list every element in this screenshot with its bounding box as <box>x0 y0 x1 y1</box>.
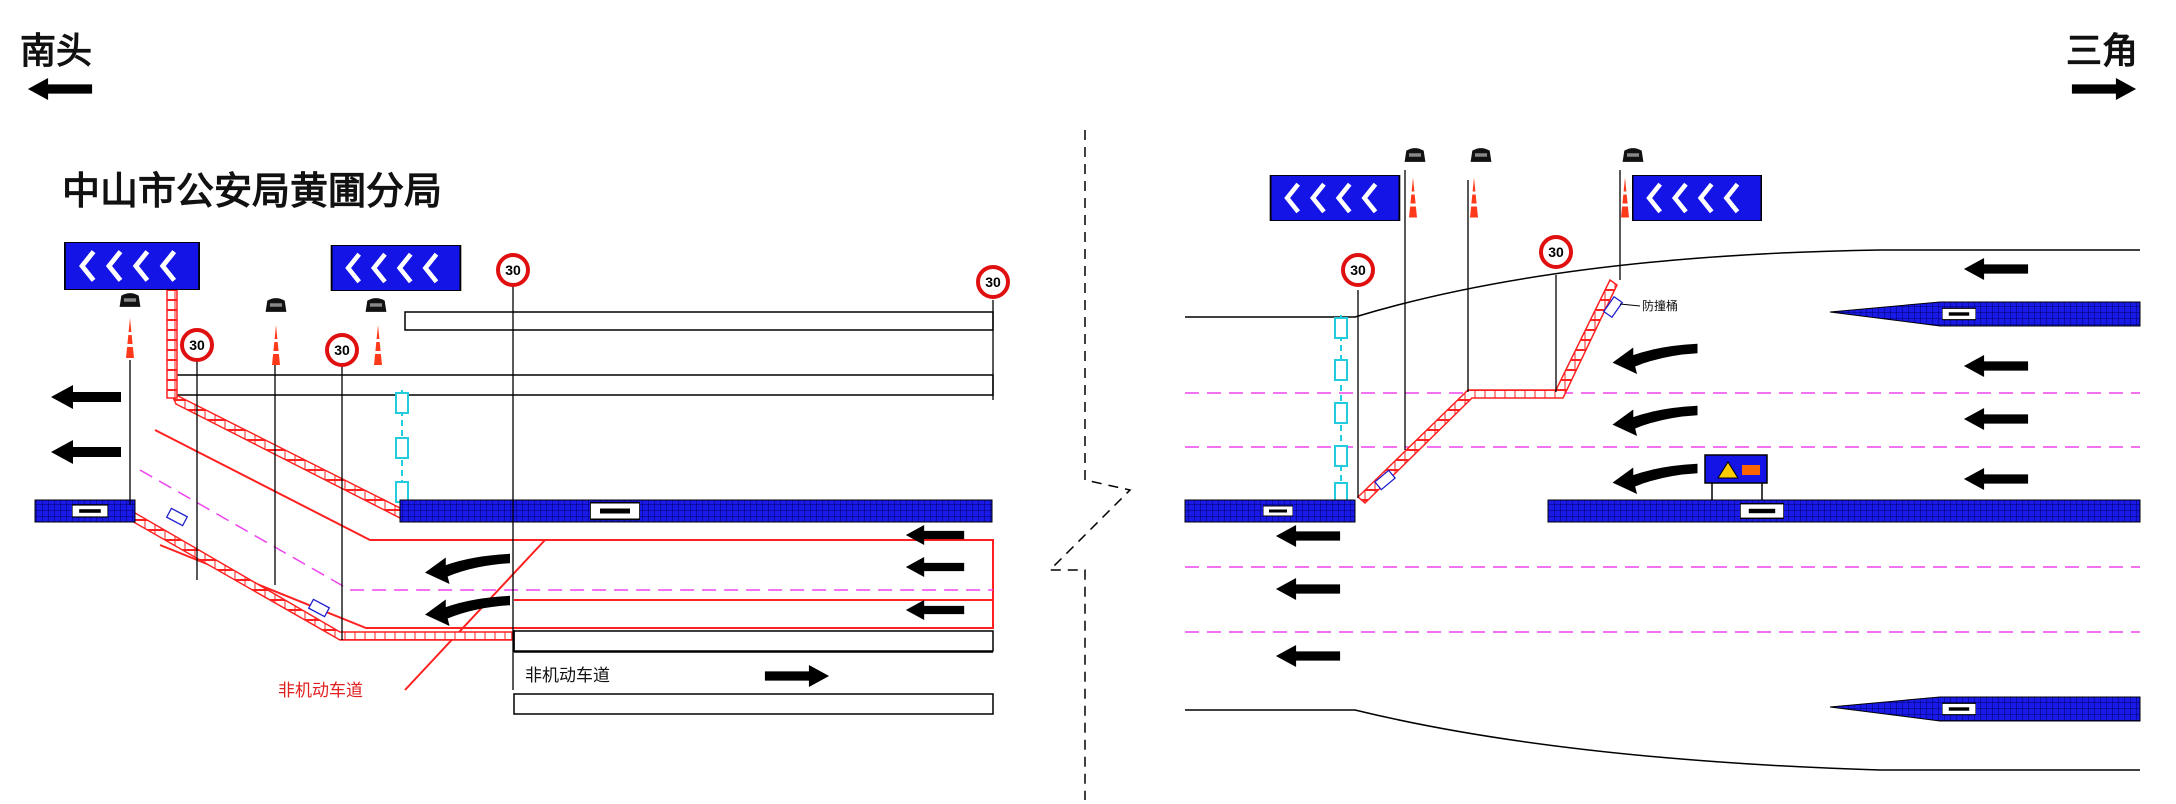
crash-cushion-label: 防撞桶 <box>1642 299 1679 313</box>
median-barrier-right-b <box>1547 499 2141 523</box>
taper-barrier-right <box>1356 278 1618 505</box>
speed-limit-sign: 30 <box>1539 235 1573 269</box>
right-panel <box>1184 148 2141 771</box>
site-title: 中山市公安局黄圃分局 <box>62 169 443 213</box>
upper-lane-strip <box>404 311 994 331</box>
speed-limit-value: 30 <box>985 274 1001 290</box>
speed-limit-value: 30 <box>334 342 350 358</box>
break-line <box>1048 130 1132 800</box>
speed-limit-sign: 30 <box>180 328 214 362</box>
speed-limit-value: 30 <box>1548 244 1564 260</box>
direction-arrow-left <box>27 78 93 100</box>
speed-limit-sign: 30 <box>325 333 359 367</box>
speed-limit-value: 30 <box>189 337 205 353</box>
lane-divider <box>139 469 993 591</box>
bike-lane-label: 非机动车道 <box>525 666 610 686</box>
sign-poles <box>129 285 994 690</box>
warning-board <box>1704 454 1768 500</box>
sign-poles-right <box>1357 170 1621 498</box>
cone-line <box>395 390 409 510</box>
lower-lane-strip <box>513 630 994 652</box>
bike-lane-strip <box>513 693 994 715</box>
left-panel <box>34 242 994 715</box>
direction-right-label: 三角 <box>2066 31 2139 72</box>
work-zone-boundary <box>154 429 994 691</box>
speed-limit-value: 30 <box>1350 262 1366 278</box>
speed-limit-value: 30 <box>505 262 521 278</box>
direction-left-label: 南头 <box>20 31 93 72</box>
speed-limit-sign: 30 <box>976 265 1010 299</box>
median-barrier <box>399 499 993 523</box>
bike-lane-label-red: 非机动车道 <box>278 681 363 701</box>
direction-arrow-right <box>2071 78 2137 100</box>
cone-line-right <box>1334 315 1348 502</box>
speed-limit-sign: 30 <box>496 253 530 287</box>
speed-limit-sign: 30 <box>1341 253 1375 287</box>
taper-barrier <box>129 289 513 641</box>
speed-limit-signs: 30 30 30 30 30 30 <box>180 235 1573 367</box>
upper-road-edge <box>171 290 994 396</box>
